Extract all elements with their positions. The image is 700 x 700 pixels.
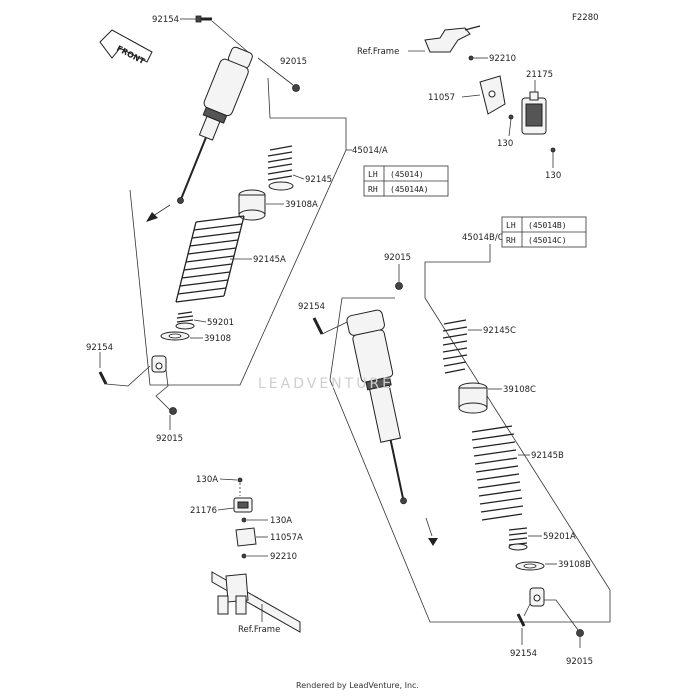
bushing-39108C	[458, 382, 488, 414]
label-92015: 92015	[280, 57, 307, 67]
table-cell: (45014B)	[528, 221, 567, 230]
label-59201A: 59201A	[543, 532, 576, 542]
arrow-icon	[428, 538, 438, 546]
frame-bracket	[424, 25, 481, 53]
leader	[155, 369, 171, 411]
label-11057: 11057	[428, 93, 455, 103]
label-45014A: 45014/A	[352, 146, 388, 156]
bushing-39108A	[238, 189, 266, 221]
table-cell: (45014A)	[390, 185, 429, 194]
label-92154-c: 92154	[298, 302, 325, 312]
bump-stop-59201	[175, 311, 195, 330]
nut-icon	[292, 84, 300, 92]
label-130A: 130A	[196, 475, 218, 485]
leader	[425, 517, 433, 537]
label-21175: 21175	[526, 70, 553, 80]
label-92015-lower: 92015	[156, 434, 183, 444]
nut-icon	[169, 407, 177, 415]
lower-mount-eye	[151, 355, 167, 373]
diagram-code: F2280	[572, 13, 599, 23]
leader	[544, 599, 579, 631]
label-59201: 59201	[207, 318, 234, 328]
variant-table-a: LH (45014) RH (45014A)	[363, 165, 449, 197]
bump-stop-59201A	[508, 527, 528, 551]
front-arrow-icon: FRONT	[99, 29, 153, 66]
label-130: 130	[497, 139, 513, 149]
label-11057A: 11057A	[270, 533, 303, 543]
ref-frame-label: Ref.Frame	[357, 47, 399, 57]
leader	[424, 244, 491, 298]
table-cell: (45014C)	[528, 236, 567, 245]
bolt-icon	[312, 317, 324, 335]
label-39108A: 39108A	[285, 200, 318, 210]
left-shock-absorber	[177, 46, 253, 204]
bracket-11057A	[235, 527, 257, 547]
frame-member	[211, 571, 301, 633]
left-group-outline	[129, 77, 347, 386]
bolt-icon	[516, 613, 526, 627]
sensor-21176	[233, 497, 253, 513]
bracket-11057	[479, 75, 506, 115]
screw-icon	[468, 55, 474, 61]
variant-table-b: LH (45014B) RH (45014C)	[501, 216, 587, 248]
leader	[257, 57, 294, 86]
label-39108B: 39108B	[558, 560, 591, 570]
table-cell: LH	[368, 170, 378, 179]
bolt-icon	[98, 371, 108, 385]
footer-credit: Rendered by LeadVenture, Inc.	[296, 681, 419, 690]
leader	[508, 118, 512, 137]
screw-icon	[508, 114, 514, 120]
table-cell: (45014)	[390, 170, 424, 179]
nut-icon	[576, 629, 584, 637]
label-21176: 21176	[190, 506, 217, 516]
label-92015-d: 92015	[566, 657, 593, 667]
label-92145C: 92145C	[483, 326, 516, 336]
label-39108: 39108	[204, 334, 231, 344]
small-spring-92145C	[442, 319, 468, 374]
screw-icon	[550, 147, 556, 153]
spring-seat-39108B	[515, 561, 545, 571]
spring-seat-39108	[160, 331, 190, 341]
leader	[219, 478, 238, 481]
table-cell: LH	[506, 221, 516, 230]
label-92210: 92210	[489, 54, 516, 64]
bolt-icon	[195, 15, 212, 23]
main-spring-92145B	[471, 425, 524, 521]
lower-mount-eye	[529, 587, 545, 607]
right-group-outline	[329, 297, 611, 623]
screw-icon	[237, 477, 243, 483]
screw-icon	[241, 553, 247, 559]
label-92145B: 92145B	[531, 451, 564, 461]
leader	[193, 319, 207, 323]
label-92154-lower: 92154	[86, 343, 113, 353]
screw-icon	[241, 517, 247, 523]
label-130-b: 130	[545, 171, 561, 181]
label-92154-d: 92154	[510, 649, 537, 659]
label-39108C: 39108C	[503, 385, 536, 395]
label-92210-b: 92210	[270, 552, 297, 562]
ref-frame-label-b: Ref.Frame	[238, 625, 280, 635]
label-92154: 92154	[152, 15, 179, 25]
label-92145: 92145	[305, 175, 332, 185]
label-130A-b: 130A	[270, 516, 292, 526]
leader	[211, 20, 249, 53]
label-45014BC: 45014B/C	[462, 233, 504, 243]
table-cell: RH	[506, 236, 516, 245]
leader	[523, 603, 531, 617]
sensor-21175	[521, 91, 547, 135]
nut-icon	[395, 282, 403, 290]
leader	[105, 365, 151, 387]
right-shock-absorber	[346, 309, 407, 505]
leader	[461, 94, 481, 98]
arrow-icon	[146, 212, 158, 222]
table-cell: RH	[368, 185, 378, 194]
watermark: LEADVENTURE	[258, 376, 394, 392]
main-spring-92145A	[175, 215, 245, 303]
small-spring-92145	[267, 145, 294, 191]
leader	[292, 174, 305, 180]
label-92015-c: 92015	[384, 253, 411, 263]
label-92145A: 92145A	[253, 255, 286, 265]
leader	[217, 507, 235, 511]
